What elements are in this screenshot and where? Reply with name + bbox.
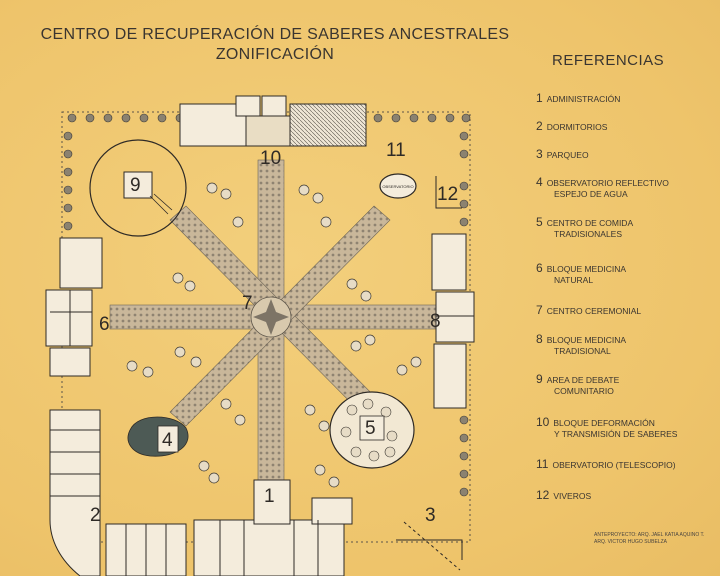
- zone-label-6: 6: [99, 314, 110, 335]
- reflecting-pool-4: [127, 416, 189, 457]
- page-title: CENTRO DE RECUPERACIÓN DE SABERES ANCEST…: [40, 26, 510, 43]
- observatory-11: OBSERVATORIO: [379, 173, 417, 199]
- zone-label-3: 3: [425, 505, 436, 526]
- zone-label-12: 12: [437, 184, 458, 205]
- nursery-12: [435, 176, 462, 209]
- building-8-traditional-medicine: [431, 233, 475, 409]
- building-2-dormitories: [49, 409, 187, 576]
- zone-label-2: 2: [90, 505, 101, 526]
- food-center-5: [329, 391, 415, 469]
- zone-label-5: 5: [365, 418, 376, 439]
- zone-label-7: 7: [242, 293, 253, 314]
- zone-label-1: 1: [264, 486, 275, 507]
- parking-3: [396, 521, 463, 571]
- debate-area-9: [89, 139, 187, 237]
- page-subtitle: ZONIFICACIÓN: [215, 46, 335, 63]
- zone-label-9: 9: [130, 175, 141, 196]
- building-10-knowledge-block: [179, 95, 367, 147]
- project-credits: ANTEPROYECTO: ARQ. JAEL KATIA AQUINO T. …: [594, 532, 705, 545]
- building-6-natural-medicine: [45, 237, 103, 377]
- building-1-administration: [193, 479, 353, 576]
- zone-label-10: 10: [260, 148, 281, 169]
- perimeter-trees: [63, 113, 471, 497]
- ceremonial-center: [250, 296, 292, 338]
- references-heading: REFERENCIAS: [552, 52, 665, 69]
- tree-groves: [126, 182, 422, 488]
- zone-label-11: 11: [386, 140, 406, 161]
- observatory-tag: OBSERVATORIO: [382, 184, 413, 189]
- zone-label-8: 8: [430, 311, 441, 332]
- zone-label-4: 4: [162, 430, 173, 451]
- zone-labels: 1 2 3 4 5 6 7 8 9 10 11 12: [90, 140, 458, 526]
